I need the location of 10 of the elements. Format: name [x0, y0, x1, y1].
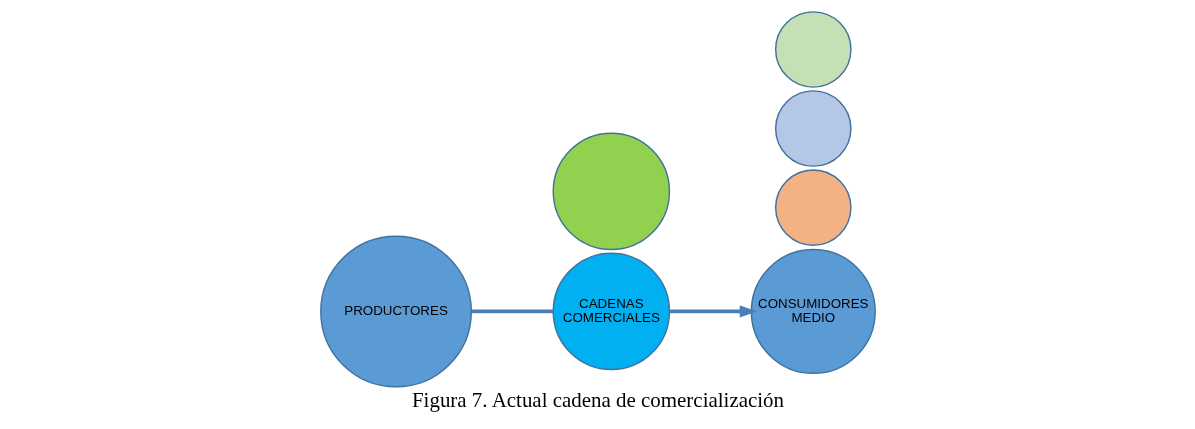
node-circle: PRODUCTORES: [319, 235, 472, 388]
node-circle: [552, 132, 670, 251]
node-circle: [774, 11, 852, 88]
arrow: [669, 305, 757, 318]
node-circle: CONSUMIDORES MEDIO: [750, 248, 876, 375]
caption: Figura 7. Actual cadena de comercialización: [411, 388, 784, 413]
connector: [470, 309, 553, 314]
node-circle: [774, 169, 852, 246]
node-circle: [774, 90, 852, 167]
node-circle: CADENAS COMERCIALES: [552, 252, 670, 371]
